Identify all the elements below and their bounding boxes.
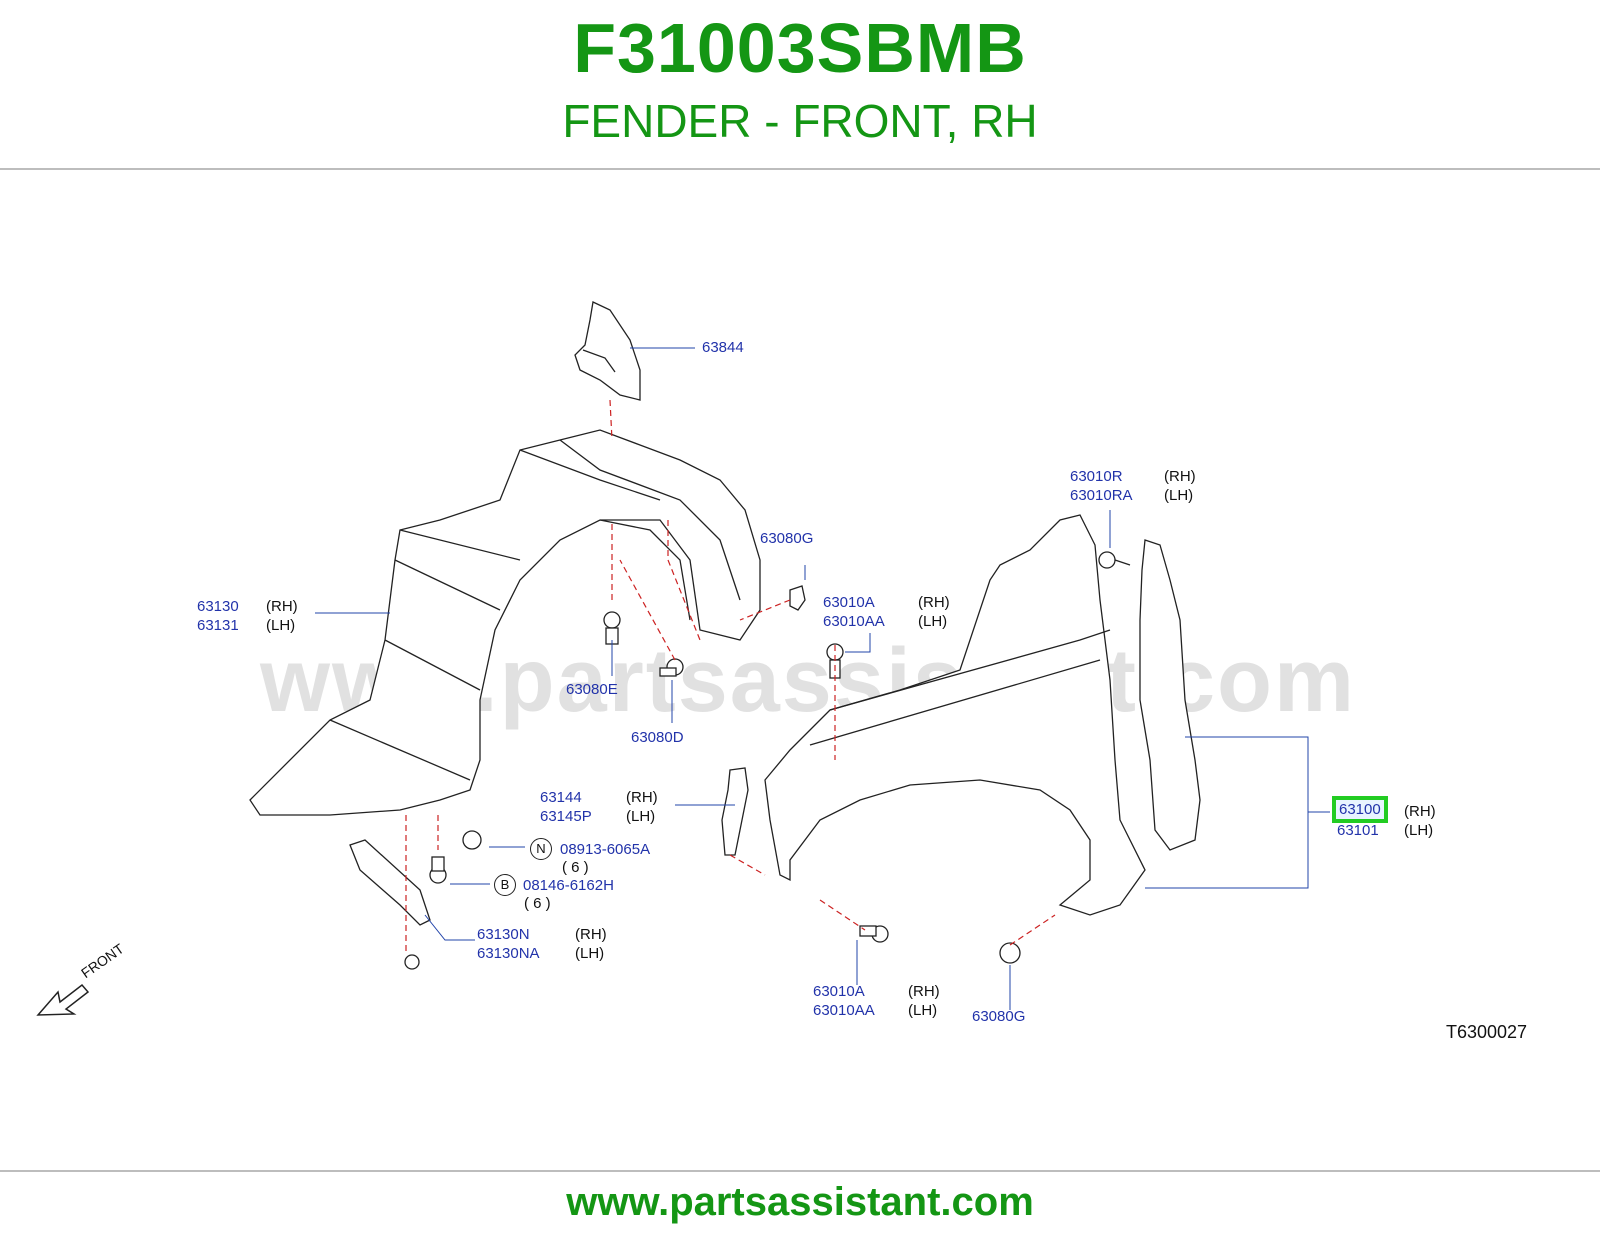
- side-lh: (LH): [626, 808, 656, 825]
- label-63844[interactable]: 63844: [702, 339, 744, 356]
- side-rh: (RH): [266, 598, 298, 615]
- side-lh: (LH): [575, 945, 605, 962]
- wheel-liner-63130: [249, 429, 761, 816]
- label-63100[interactable]: 63100: [1332, 796, 1388, 823]
- label-63130NA[interactable]: 63130NA: [477, 945, 540, 962]
- quantity-2: ( 6 ): [524, 895, 551, 912]
- header-divider: [0, 168, 1600, 170]
- side-rh: (RH): [575, 926, 607, 943]
- label-63010A-bottom[interactable]: 63010A: [813, 983, 865, 1000]
- footer-divider: [0, 1170, 1600, 1172]
- label-63130N[interactable]: 63130N: [477, 926, 530, 943]
- side-lh: (LH): [1164, 487, 1194, 504]
- side-rh: (RH): [626, 789, 658, 806]
- label-63080G-top[interactable]: 63080G: [760, 530, 814, 547]
- side-lh: (LH): [266, 617, 296, 634]
- bracket-63844: [574, 301, 641, 401]
- label-63145P[interactable]: 63145P: [540, 808, 592, 825]
- label-63101[interactable]: 63101: [1337, 822, 1379, 839]
- highlighted-part-63100[interactable]: 63100: [1332, 796, 1388, 823]
- side-rh: (RH): [918, 594, 950, 611]
- label-63010R[interactable]: 63010R: [1070, 468, 1123, 485]
- label-63131[interactable]: 63131: [197, 617, 239, 634]
- bracket-63144: [721, 767, 749, 856]
- fender-seal: [1139, 539, 1201, 851]
- label-63080D[interactable]: 63080D: [631, 729, 684, 746]
- label-63080E[interactable]: 63080E: [566, 681, 618, 698]
- side-lh: (LH): [1404, 822, 1434, 839]
- side-rh: (RH): [1164, 468, 1196, 485]
- quantity-1: ( 6 ): [562, 859, 589, 876]
- clip-63130N: [349, 839, 431, 926]
- footer-url[interactable]: www.partsassistant.com: [566, 1180, 1034, 1224]
- header: F31003SBMB FENDER - FRONT, RH: [0, 0, 1600, 170]
- label-08146-6162H[interactable]: 08146-6162H: [523, 877, 614, 894]
- label-63130[interactable]: 63130: [197, 598, 239, 615]
- badge-b: B: [494, 874, 516, 896]
- label-63144[interactable]: 63144: [540, 789, 582, 806]
- side-lh: (LH): [908, 1002, 938, 1019]
- part-title: FENDER - FRONT, RH: [562, 95, 1038, 147]
- diagram-reference-code: T6300027: [1446, 1022, 1528, 1042]
- label-08913-6065A[interactable]: 08913-6065A: [560, 841, 651, 858]
- part-number: F31003SBMB: [573, 9, 1027, 87]
- label-63010AA-top[interactable]: 63010AA: [823, 613, 885, 630]
- label-63010A-top[interactable]: 63010A: [823, 594, 875, 611]
- badge-n: N: [530, 838, 552, 860]
- label-63080G-bottom[interactable]: 63080G: [972, 1008, 1026, 1025]
- front-arrow: [36, 983, 90, 1016]
- side-rh: (RH): [1404, 803, 1436, 820]
- fastener-icons: [404, 551, 1131, 970]
- fender-panel-63100: [764, 514, 1146, 916]
- side-lh: (LH): [918, 613, 948, 630]
- label-63010AA-bottom[interactable]: 63010AA: [813, 1002, 875, 1019]
- side-rh: (RH): [908, 983, 940, 1000]
- label-63010RA[interactable]: 63010RA: [1070, 487, 1133, 504]
